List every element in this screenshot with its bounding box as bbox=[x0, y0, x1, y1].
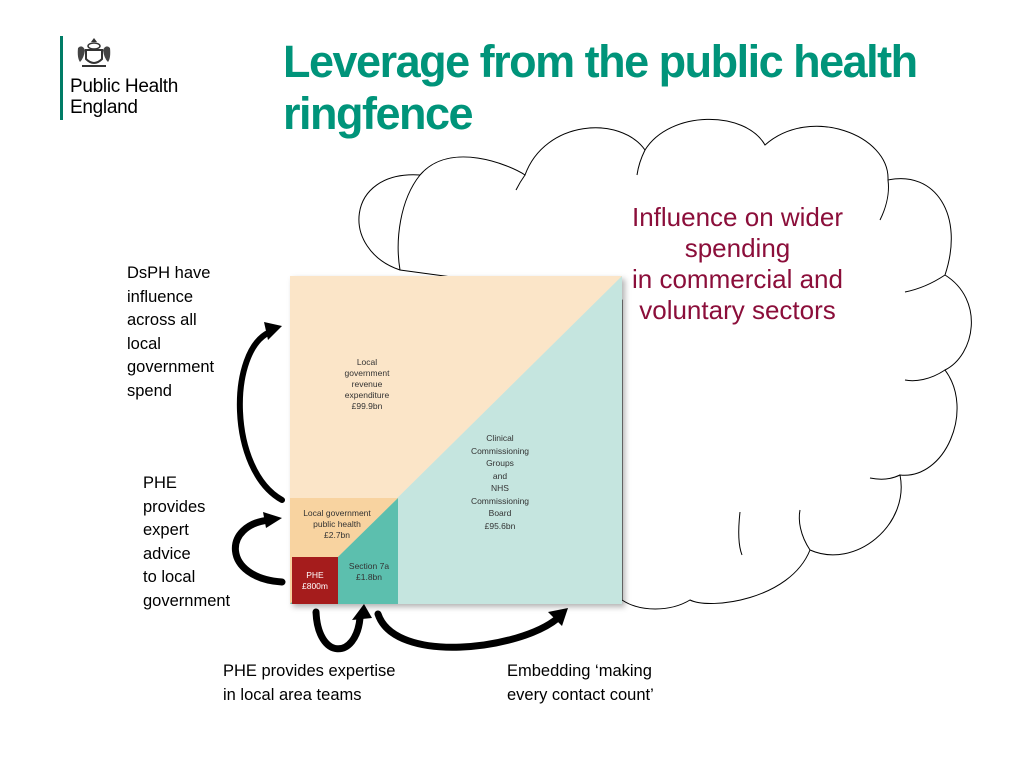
section7a-value: £1.8bn bbox=[356, 572, 382, 582]
dsph-line: influence bbox=[127, 287, 194, 306]
section7a-line: Section 7a bbox=[348, 561, 390, 571]
arrow-embedding bbox=[374, 610, 562, 651]
cloud-text-line-1: Influence on wider bbox=[631, 202, 844, 232]
ccg-line: Groups bbox=[486, 458, 514, 468]
ccg-value: £95.6bn bbox=[484, 520, 516, 531]
logo-bar bbox=[60, 36, 63, 120]
ccg-line: NHS bbox=[491, 483, 509, 493]
cloud-shape bbox=[358, 118, 972, 610]
page-title: Leverage from the public health ringfenc… bbox=[283, 36, 918, 139]
la-revenue-line: expenditure bbox=[344, 390, 390, 400]
logo-text: Public Health England bbox=[70, 76, 178, 118]
la-revenue-value: £99.9bn bbox=[351, 401, 383, 411]
phe-expertise-label: PHE provides expertise in local area tea… bbox=[223, 660, 395, 707]
la-ph-line: Local government bbox=[303, 508, 371, 518]
la-ph-value: £2.7bn bbox=[324, 530, 350, 540]
embedding-label: Embedding ‘making every contact count’ bbox=[507, 660, 654, 707]
section7a-label: Section 7a £1.8bn bbox=[338, 561, 400, 583]
dsph-line: spend bbox=[127, 381, 172, 400]
phe-line: PHE bbox=[306, 570, 324, 580]
arrowheads bbox=[263, 322, 568, 626]
cloud-text: Influence on wider spending in commercia… bbox=[580, 202, 895, 326]
ccg-line: Board bbox=[488, 508, 512, 518]
dsph-line: across all bbox=[127, 311, 197, 329]
embedding-line: Embedding ‘making bbox=[507, 662, 652, 680]
phe-advice-line: to local bbox=[143, 568, 196, 586]
arrow-phe-advice bbox=[231, 516, 286, 586]
cloud-text-line-2: spending bbox=[684, 233, 791, 263]
ccg-line: Clinical bbox=[486, 433, 514, 443]
cloud-text-line-4: voluntary sectors bbox=[639, 295, 836, 325]
phe-advice-line: PHE bbox=[143, 474, 177, 492]
ccg-label: Clinical Commissioning Groups and NHS Co… bbox=[458, 432, 542, 532]
ccg-line: Commissioning bbox=[470, 445, 530, 456]
phe-advice-line: provides bbox=[143, 497, 206, 516]
dsph-line: government bbox=[127, 358, 215, 376]
phe-box bbox=[292, 557, 338, 604]
phe-expertise-line: in local area teams bbox=[223, 685, 362, 704]
phe-advice-line: government bbox=[143, 591, 231, 610]
phe-label: PHE £800m bbox=[292, 570, 338, 592]
arrows bbox=[231, 329, 562, 653]
phe-value: £800m bbox=[302, 581, 328, 591]
arrow-dsph bbox=[236, 329, 285, 503]
dsph-label: DsPH have influence across all local gov… bbox=[127, 262, 214, 403]
dsph-line: local bbox=[127, 334, 161, 353]
phe-advice-label: PHE provides expert advice to local gove… bbox=[143, 472, 230, 613]
ccg-line: Commissioning bbox=[470, 495, 530, 506]
la-revenue-label: Local government revenue expenditure £99… bbox=[332, 357, 402, 412]
ccg-line: and bbox=[492, 470, 508, 481]
cloud-text-line-3: in commercial and bbox=[632, 264, 843, 294]
la-revenue-line: government bbox=[344, 368, 390, 378]
la-public-health-label: Local government public health £2.7bn bbox=[292, 508, 382, 541]
la-revenue-line: Local bbox=[356, 357, 378, 367]
phe-expertise-line: PHE provides expertise bbox=[223, 662, 396, 680]
logo-line-1: Public Health bbox=[70, 76, 179, 97]
dsph-line: DsPH have bbox=[127, 264, 211, 282]
funding-square bbox=[290, 276, 622, 604]
logo-line-2: England bbox=[70, 97, 138, 118]
royal-crest-icon bbox=[77, 38, 111, 67]
la-revenue-line: revenue bbox=[351, 379, 383, 389]
arrow-phe-expertise bbox=[312, 608, 364, 653]
phe-advice-line: expert bbox=[143, 521, 189, 539]
la-ph-line: public health bbox=[313, 519, 361, 529]
phe-advice-line: advice bbox=[143, 544, 191, 563]
embedding-line: every contact count’ bbox=[507, 685, 654, 704]
